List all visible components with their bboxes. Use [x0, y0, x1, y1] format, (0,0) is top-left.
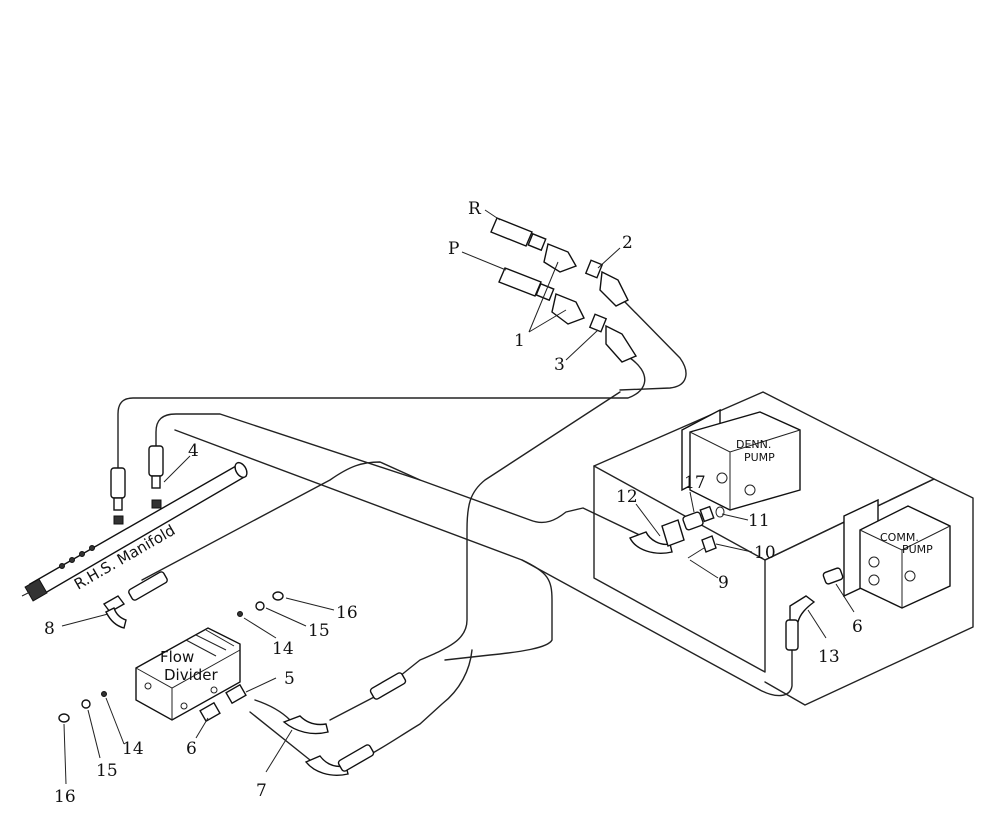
callout-9: 9 [718, 573, 729, 593]
callout-13: 13 [818, 647, 840, 667]
callout-14-lower: 14 [122, 739, 144, 759]
denn-pump [629, 408, 801, 579]
callout-2: 2 [622, 233, 633, 253]
callout-labels: R P 1 2 3 4 5 6 6 7 8 9 10 11 12 13 14 1… [44, 199, 863, 807]
callout-6-flow-divider: 6 [186, 739, 197, 759]
callout-5: 5 [284, 669, 295, 689]
callout-12: 12 [616, 487, 638, 507]
callout-4: 4 [188, 441, 199, 461]
upper-couplings [461, 209, 638, 363]
label-P: P [448, 239, 459, 259]
rhs-manifold [21, 445, 248, 602]
callout-14-upper: 14 [272, 639, 294, 659]
label-R: R [468, 199, 482, 219]
comm-pump-label-2: PUMP [902, 543, 933, 556]
flow-divider [61, 571, 407, 776]
comm-pump-label-1: COMM. [880, 531, 919, 544]
comm-pump [785, 498, 951, 651]
callout-16-upper: 16 [336, 603, 358, 623]
denn-pump-label-1: DENN. [736, 438, 771, 451]
callout-1: 1 [514, 331, 525, 351]
callout-3: 3 [554, 355, 565, 375]
callout-11: 11 [748, 511, 770, 531]
flow-divider-label-2: Divider [164, 666, 219, 684]
comm-pump-plate [764, 478, 974, 706]
callout-15-upper: 15 [308, 621, 330, 641]
callout-15-lower: 15 [96, 761, 118, 781]
callout-8: 8 [44, 619, 55, 639]
callout-7: 7 [256, 781, 267, 801]
denn-pump-label-2: PUMP [744, 451, 775, 464]
callout-16-lower: 16 [54, 787, 76, 807]
hose-lines [117, 301, 793, 761]
small-hardware [58, 591, 335, 785]
callout-10: 10 [754, 543, 776, 563]
callout-17: 17 [684, 473, 706, 493]
flow-divider-label-1: Flow [160, 648, 194, 666]
callout-6-comm-pump: 6 [852, 617, 863, 637]
